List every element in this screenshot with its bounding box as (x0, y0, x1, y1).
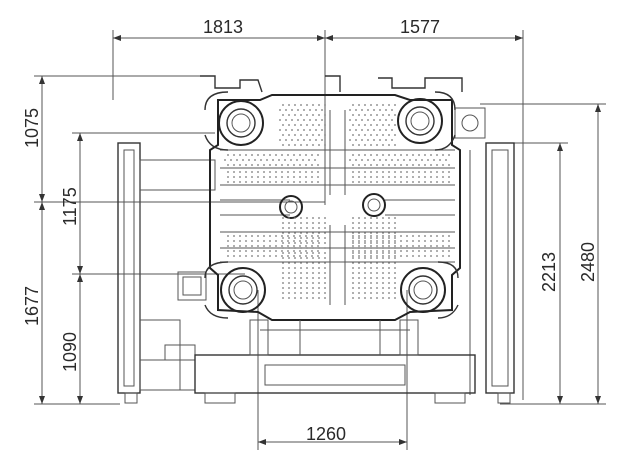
dim-left-1677: 1677 (22, 286, 42, 326)
dim-right-2213: 2213 (539, 252, 559, 292)
dim-top-right: 1577 (400, 17, 440, 37)
dim-bottom-1260: 1260 (306, 424, 346, 444)
dimension-labels: 1813 1577 1075 1175 1677 1090 2213 2480 … (22, 17, 598, 444)
machine-outline (117, 75, 515, 404)
dim-left-1090: 1090 (60, 332, 80, 372)
dim-left-1175: 1175 (60, 187, 80, 226)
dimension-lines (34, 30, 606, 450)
dim-right-2480: 2480 (578, 242, 598, 282)
dim-left-1075: 1075 (22, 108, 42, 148)
platen-dot-pattern (224, 104, 450, 299)
dim-top-left: 1813 (203, 17, 243, 37)
